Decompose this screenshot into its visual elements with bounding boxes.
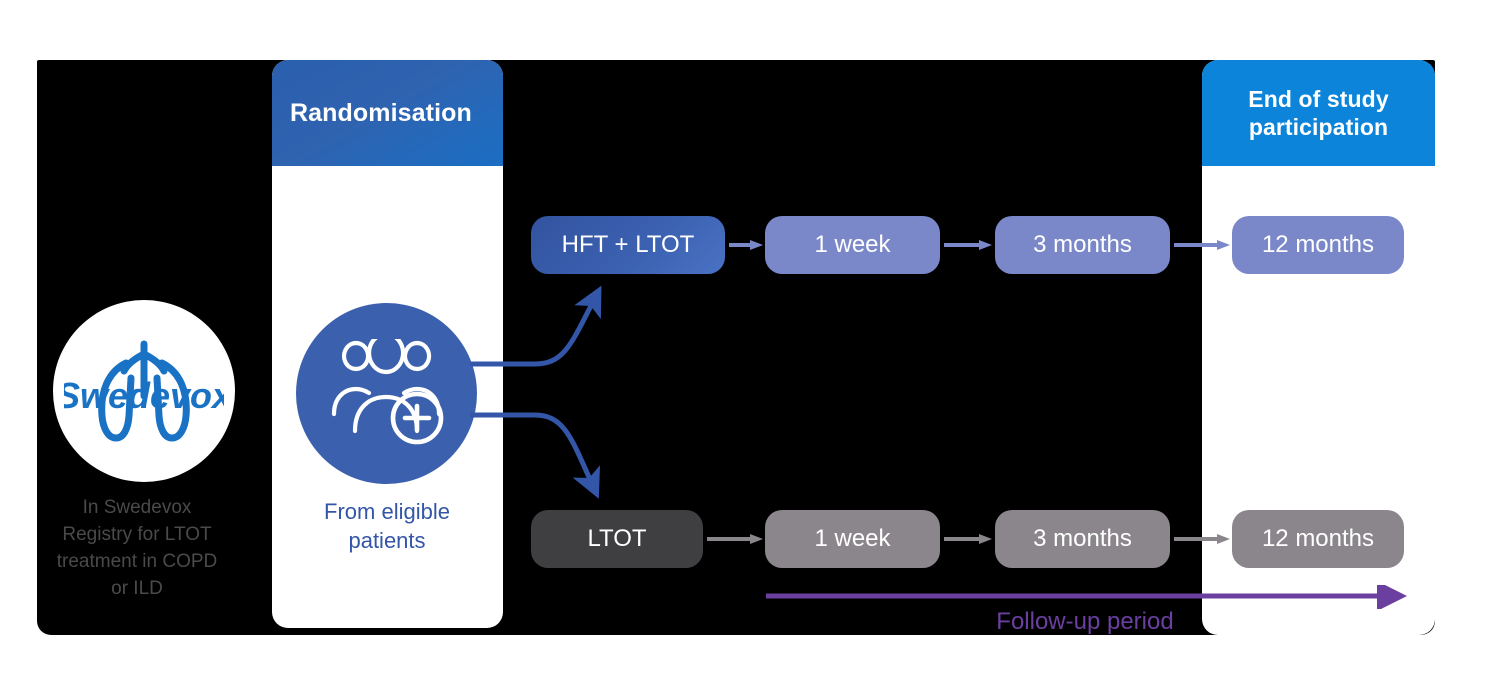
swedevox-wordmark: Swedevox [64,375,224,416]
arrow-hft-to-1week [729,240,763,250]
followup-label: Follow-up period [996,608,1174,635]
end-of-study-header: End of study participation [1202,60,1435,166]
randomisation-icon-circle [296,303,477,484]
followup-arrow [766,585,1408,609]
arrow-3months-to-12months-ltot-overlay [1174,534,1230,544]
arm-ltot-label[interactable]: LTOT [531,510,703,568]
people-add-icon [331,338,443,444]
randomisation-branch-arrows [470,285,602,499]
ltot-step-1week[interactable]: 1 week [765,510,940,568]
hft-step-1week[interactable]: 1 week [765,216,940,274]
hft-step-12months-overlay[interactable]: 12 months [1232,216,1404,274]
arrow-ltot-to-1week [707,534,763,544]
arm-hft-ltot-label[interactable]: HFT + LTOT [531,216,725,274]
hft-step-3months[interactable]: 3 months [995,216,1170,274]
lungs-icon: Swedevox [64,340,224,442]
swedevox-caption: In Swedevox Registry for LTOT treatment … [56,497,218,599]
arrow-1week-to-3months-ltot [944,534,992,544]
randomisation-caption: From eligible patients [324,499,450,553]
randomisation-header: Randomisation [272,60,503,166]
swedevox-logo: Swedevox [53,300,235,482]
ltot-step-3months[interactable]: 3 months [995,510,1170,568]
ltot-step-12months-overlay[interactable]: 12 months [1232,510,1404,568]
arrow-3months-to-12months-hft-overlay [1174,240,1230,250]
arrow-1week-to-3months-hft [944,240,992,250]
